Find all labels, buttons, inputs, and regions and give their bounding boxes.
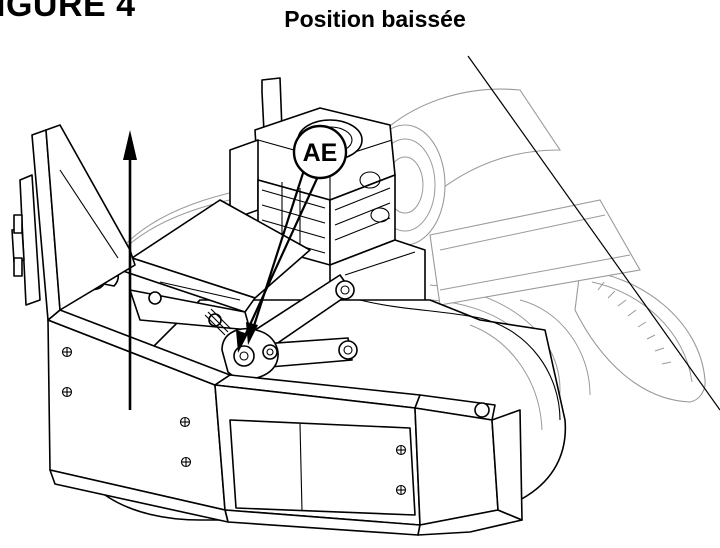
callout-bubble: AE <box>292 124 348 180</box>
edge-line <box>467 55 720 411</box>
bumper-screws <box>61 346 490 496</box>
callout-leaders <box>236 169 321 353</box>
callout-label: AE <box>303 139 338 167</box>
left-mount-plate <box>11 124 136 321</box>
position-title-text: Position baissée <box>284 6 466 32</box>
figure-label: IGURE 4 <box>0 0 136 24</box>
position-title: Position baissée <box>0 6 720 33</box>
lift-arrow <box>123 130 137 410</box>
front-bumper <box>47 309 523 536</box>
link-bars <box>221 274 358 380</box>
